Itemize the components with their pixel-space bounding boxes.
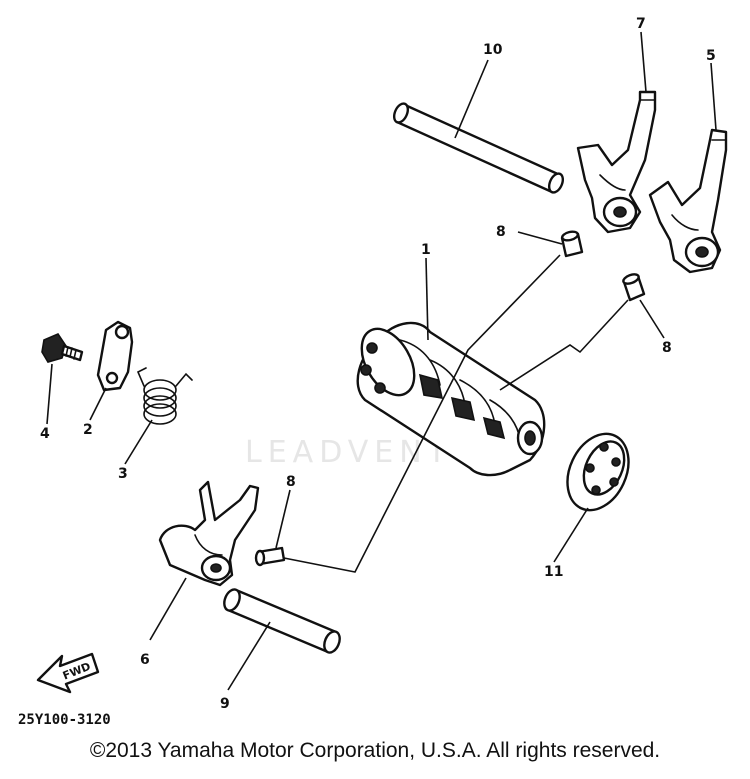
part-stopper-lever (96, 320, 134, 392)
part-shift-cam-drum (356, 321, 546, 477)
callout-8-a: 8 (496, 224, 506, 240)
part-shift-fork-7 (576, 90, 657, 234)
watermark: LEADVENT (245, 435, 452, 470)
part-bearing (566, 432, 630, 512)
callout-1: 1 (421, 242, 431, 258)
part-bolt (41, 333, 84, 363)
callout-4: 4 (40, 426, 50, 442)
assembly-guide-lines (283, 254, 629, 573)
callout-leaders (46, 31, 717, 691)
callout-numbers: 10 7 5 8 1 8 4 2 3 8 11 6 9 (40, 16, 716, 712)
diagram-code: 25Y100-3120 (18, 712, 111, 728)
callout-11: 11 (544, 564, 563, 580)
part-shift-fork-6 (158, 480, 260, 587)
callout-9: 9 (220, 696, 230, 712)
callout-10: 10 (483, 42, 503, 58)
part-guide-pin-upper-a (560, 230, 584, 258)
callout-3: 3 (118, 466, 128, 482)
part-guide-pin-upper-b (622, 273, 646, 302)
callout-6: 6 (140, 652, 150, 668)
part-shift-rod-upper (392, 102, 565, 194)
callout-2: 2 (83, 422, 93, 438)
callout-5: 5 (706, 48, 716, 64)
part-spring (136, 367, 193, 425)
copyright-notice: ©2013 Yamaha Motor Corporation, U.S.A. A… (89, 739, 661, 762)
fwd-arrow-icon: FWD (36, 652, 100, 694)
part-shift-fork-5 (648, 128, 728, 274)
callout-8-b: 8 (662, 340, 672, 356)
part-shift-rod-lower (223, 588, 341, 654)
callout-7: 7 (636, 16, 646, 32)
callout-8-c: 8 (286, 474, 296, 490)
part-guide-pin-lower (254, 546, 286, 567)
